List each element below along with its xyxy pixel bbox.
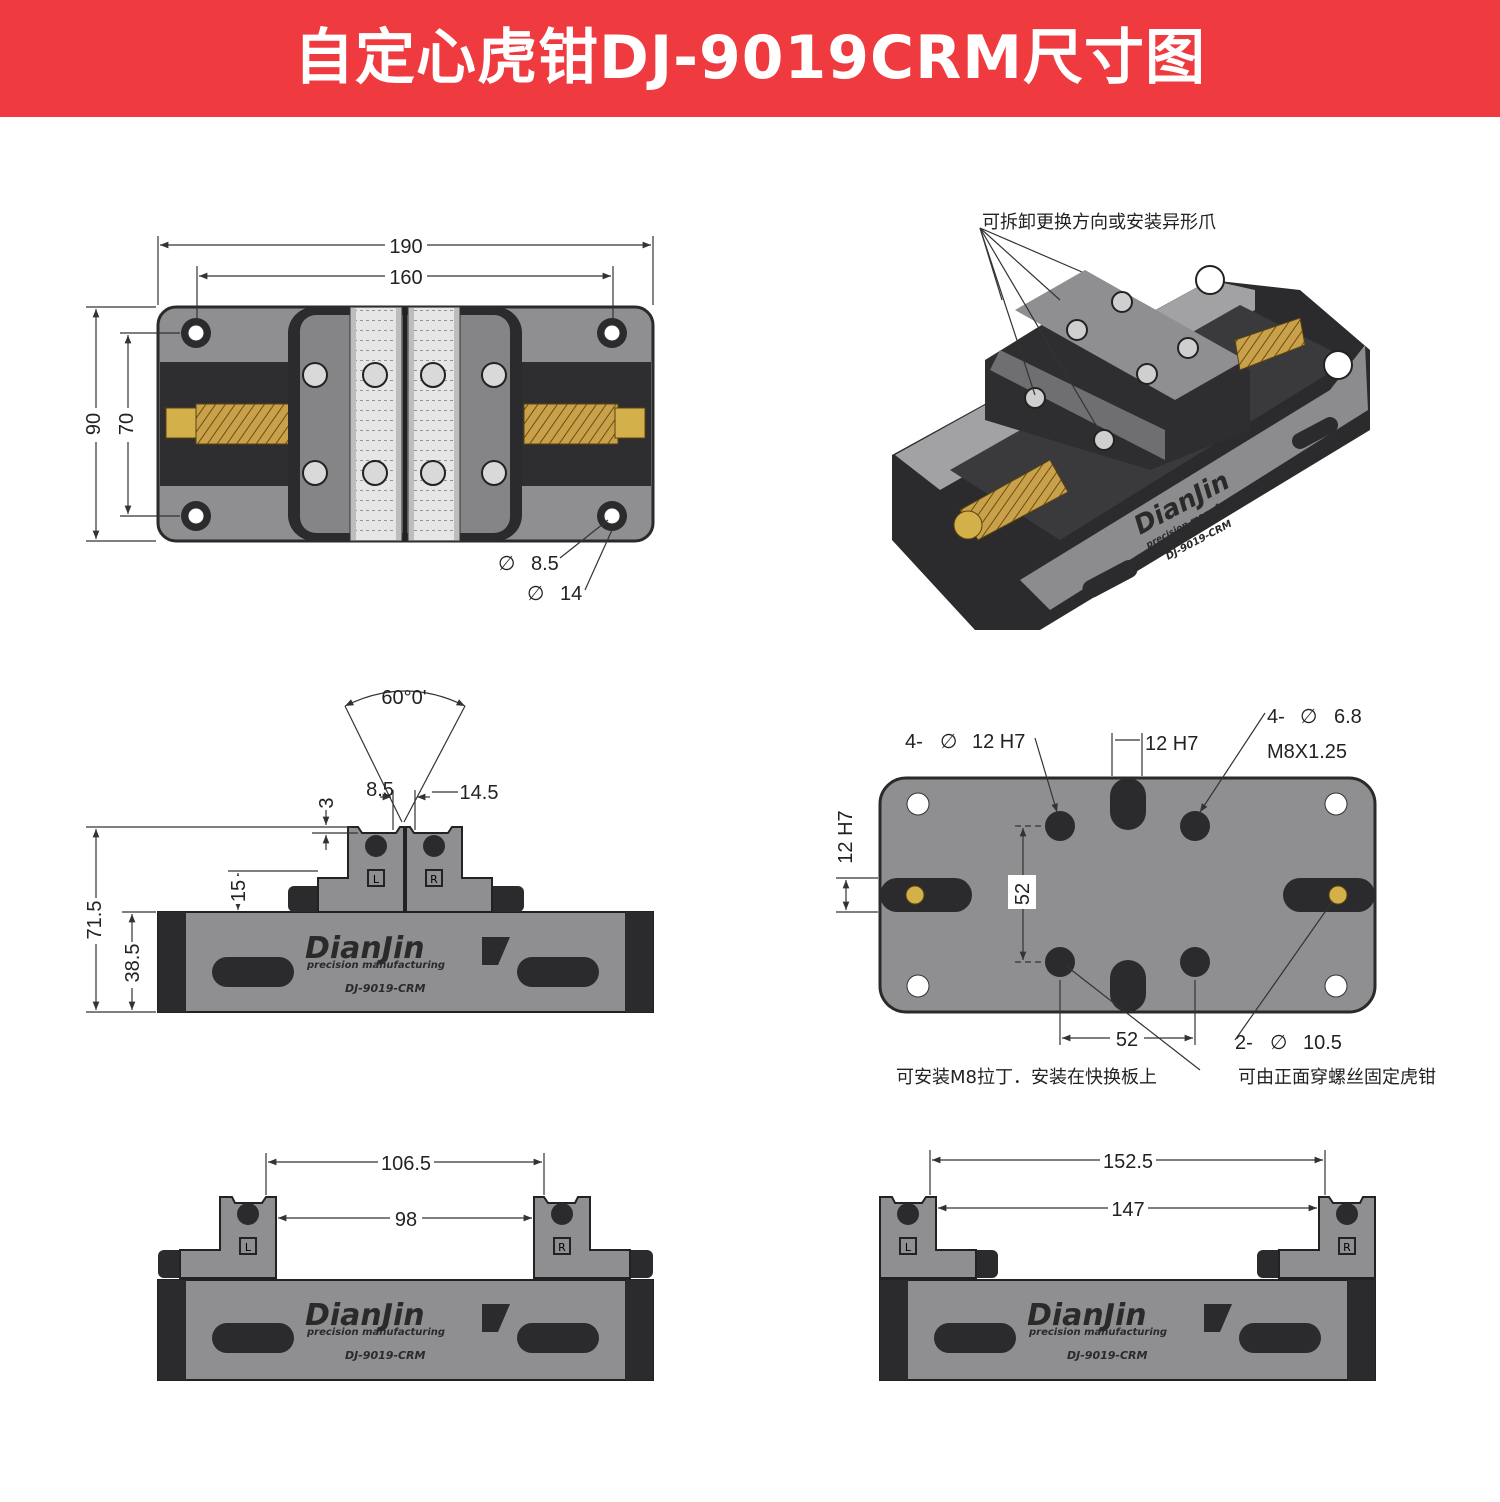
iso-screw-brass	[953, 317, 1306, 541]
dim-152-5: 152.5	[1103, 1151, 1153, 1173]
side1-logo: DianJin	[305, 1298, 425, 1333]
title-banner	[0, 0, 1500, 117]
callout-2: 2-	[1235, 1032, 1253, 1054]
dim-width-190: 190	[389, 236, 422, 258]
jaw-label-right: R	[1343, 1241, 1351, 1254]
jaw-label-left: L	[373, 873, 380, 886]
side2-model: DJ-9019-CRM	[1067, 1349, 1148, 1362]
dim-15: 15	[228, 880, 250, 902]
jaw-label-left: L	[905, 1241, 912, 1254]
dim-depth-90: 90	[83, 413, 105, 435]
diameter-symbol: ∅	[1270, 1032, 1287, 1054]
jaw-label-left: L	[245, 1241, 252, 1254]
dim-counterbore-14: 14	[560, 583, 582, 605]
dim-height-38-5: 38.5	[122, 944, 144, 983]
side1-logo-sub: precision manufacturing	[306, 1327, 445, 1338]
side-view-closed: L R DianJin precision manufacturing DJ-9…	[157, 1152, 654, 1381]
iso-screws	[1024, 265, 1353, 451]
side2-logo: DianJin	[1027, 1298, 1147, 1333]
front-logo-sub: precision manufacturing	[306, 960, 445, 971]
dim-height-71-5: 71.5	[84, 901, 106, 940]
jaw-label-right: R	[558, 1241, 566, 1254]
callout-4b: 4-	[1267, 706, 1285, 728]
iso-leader-lines	[979, 227, 1101, 433]
thread-m8: M8X1.25	[1267, 741, 1347, 763]
dim-14-5: 14.5	[460, 782, 499, 804]
dim-angle: 60°0'	[381, 687, 426, 709]
note-front-mount: 可由正面穿螺丝固定虎钳	[1238, 1067, 1436, 1088]
top-view: 190 160 90 70 ∅ 8.5 ∅ 14	[82, 235, 655, 605]
side1-model: DJ-9019-CRM	[345, 1349, 426, 1362]
iso-note: 可拆卸更换方向或安装异形爪	[982, 212, 1216, 233]
diameter-symbol: ∅	[1300, 706, 1317, 728]
dim-98: 98	[395, 1209, 417, 1231]
side2-logo-sub: precision manufacturing	[1028, 1327, 1167, 1338]
diameter-symbol: ∅	[940, 731, 957, 753]
diameter-symbol: ∅	[527, 583, 544, 605]
callout-4: 4-	[905, 731, 923, 753]
screw-right	[523, 403, 646, 445]
iso-view: DianJin precision manufacturing DJ-9019-…	[892, 212, 1370, 630]
screw-left	[165, 403, 291, 445]
dim-8-5: 8.5	[366, 779, 394, 801]
jaw-screws-top	[302, 362, 507, 486]
iso-jaws	[985, 270, 1250, 470]
bottom-view: 4- ∅ 12 H7 12 H7 4- ∅ 6.8 M8X1.25 12 H7 …	[835, 706, 1436, 1088]
jaw-label-right: R	[430, 873, 438, 886]
diameter-symbol: ∅	[498, 553, 515, 575]
bolt-holes-top	[181, 318, 627, 531]
dim-3: 3	[316, 797, 338, 808]
front-view: L R DianJin precision manufacturing DJ-9…	[84, 687, 654, 1013]
side-slot-12-h7: 12 H7	[835, 810, 857, 863]
callout-10-5: 10.5	[1303, 1032, 1342, 1054]
bottom-holes	[906, 792, 1348, 998]
callout-6-8: 6.8	[1334, 706, 1362, 728]
dim-106-5: 106.5	[381, 1153, 431, 1175]
dim-147: 147	[1111, 1199, 1144, 1221]
dim-hole-spacing-160: 160	[389, 267, 422, 289]
dim-52-vertical: 52	[1012, 883, 1034, 905]
dim-hole-spacing-70: 70	[116, 413, 138, 435]
callout-12-h7: 12 H7	[972, 731, 1025, 753]
dim-52-horizontal: 52	[1116, 1029, 1138, 1051]
front-model: DJ-9019-CRM	[345, 982, 426, 995]
dim-hole-8-5: 8.5	[531, 553, 559, 575]
side-view-open: L R DianJin precision manufacturing DJ-9…	[879, 1150, 1376, 1381]
page-title: 自定心虎钳DJ-9019CRM尺寸图	[294, 23, 1206, 93]
note-quick-change: 可安装M8拉丁．安装在快换板上	[896, 1067, 1157, 1088]
front-logo: DianJin	[305, 931, 425, 966]
slot-width-12-h7: 12 H7	[1145, 733, 1198, 755]
